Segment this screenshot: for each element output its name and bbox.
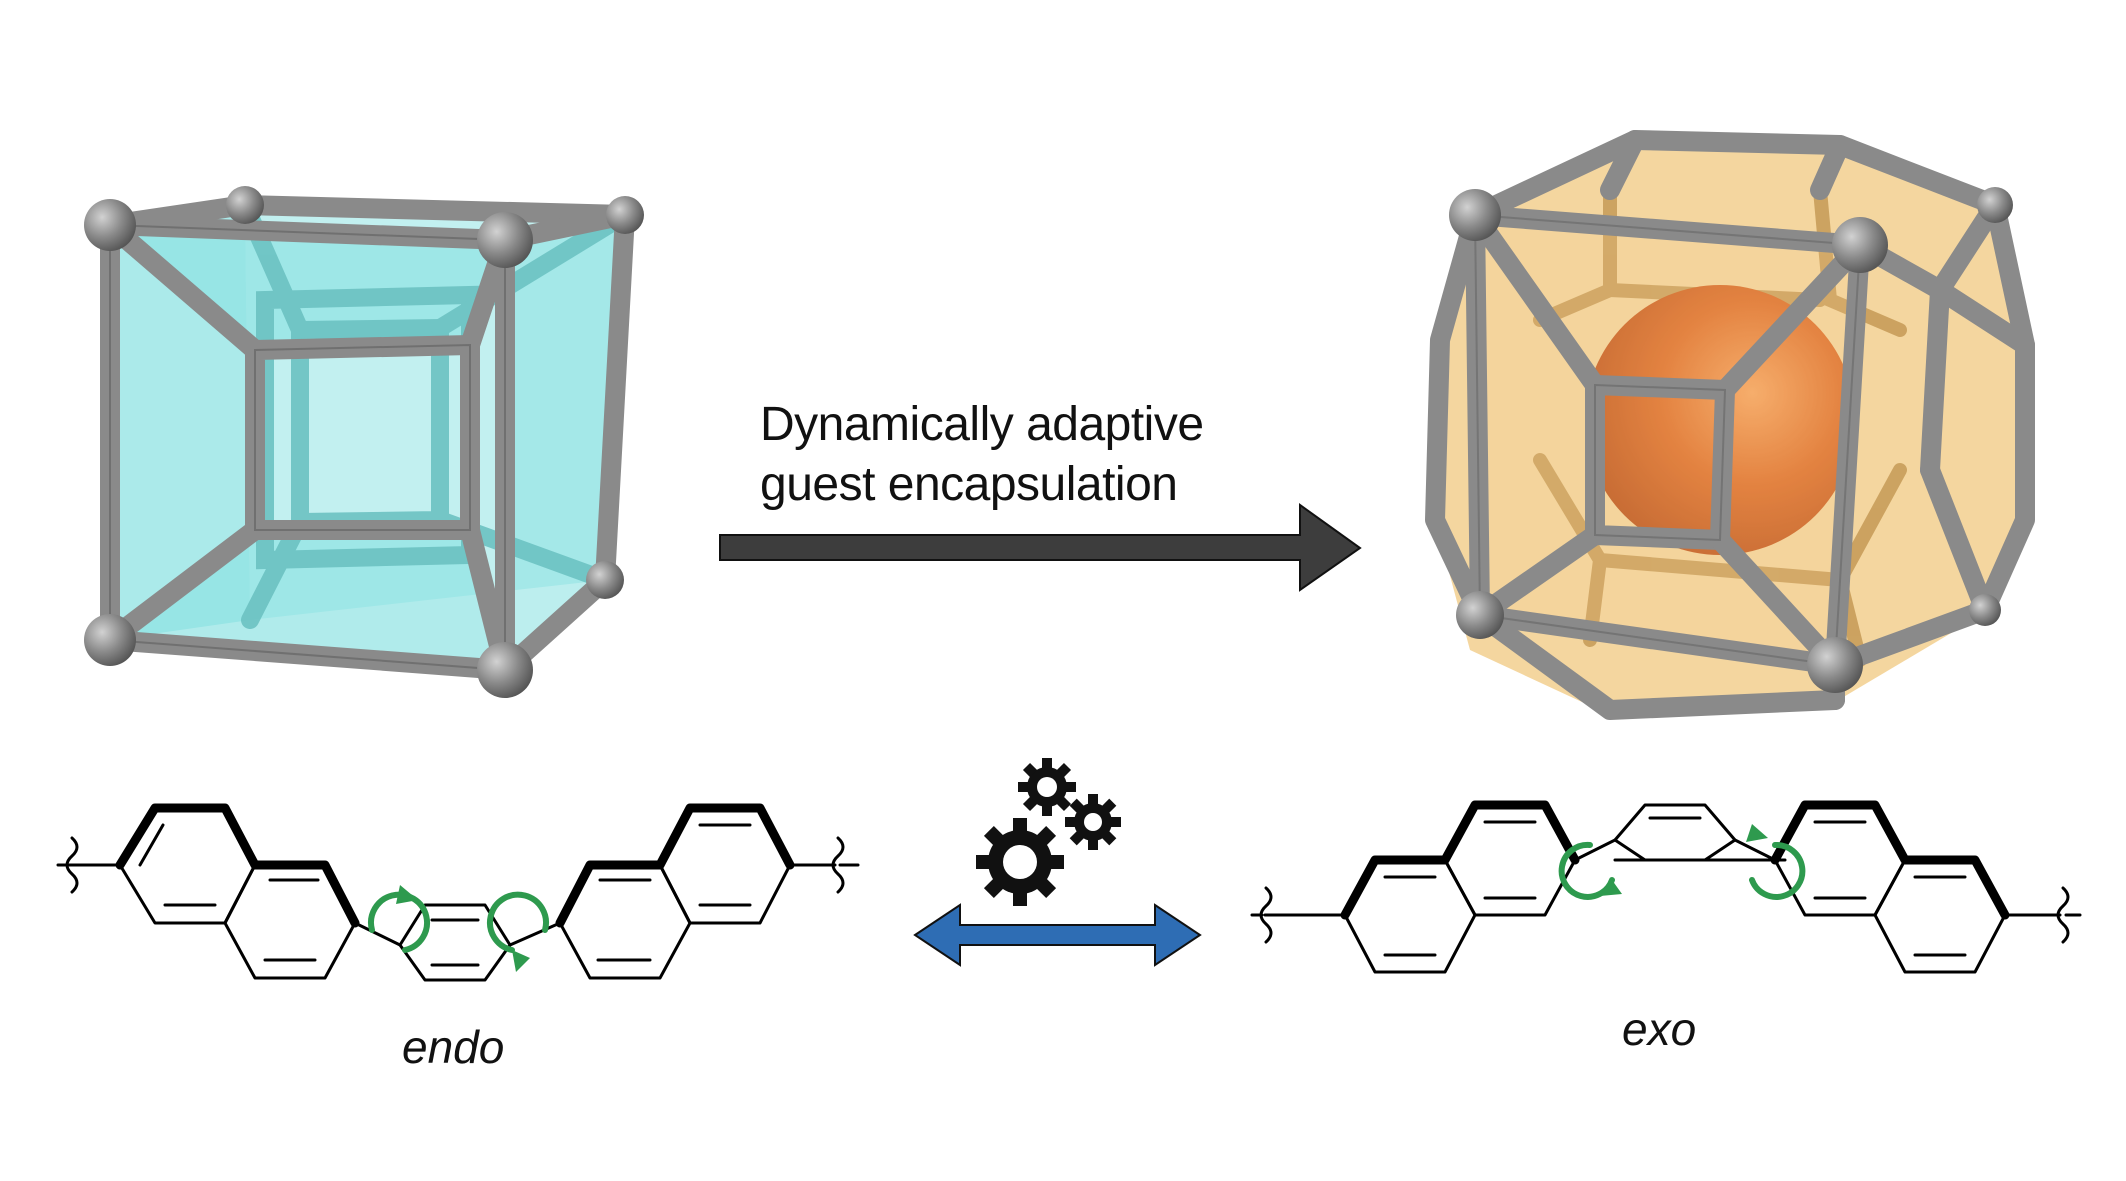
process-arrow xyxy=(719,503,1362,592)
endo-structure xyxy=(56,803,860,982)
squiggle-bond-icon xyxy=(831,836,860,894)
equilibrium-arrow xyxy=(913,903,1202,967)
exo-label: exo xyxy=(1622,1003,1697,1055)
host-cage xyxy=(1425,130,2035,720)
squiggle-bond-icon xyxy=(1250,886,1273,944)
endo-label: endo xyxy=(402,1021,505,1073)
caption-line-2: guest encapsulation xyxy=(760,458,1178,511)
cube-cage xyxy=(84,186,644,698)
squiggle-bond-icon xyxy=(2056,886,2082,944)
cube-nodes xyxy=(84,186,644,698)
gears-icon xyxy=(976,758,1121,906)
rotation-arrow-icon xyxy=(1558,841,1806,900)
arrow-caption: Dynamically adaptive guest encapsulation xyxy=(760,395,1460,515)
cube-face-front-top xyxy=(110,225,505,350)
cage-nodes xyxy=(1449,187,2013,693)
exo-structure xyxy=(1250,800,2082,974)
squiggle-bond-icon xyxy=(56,836,79,894)
caption-line-1: Dynamically adaptive xyxy=(760,398,1204,451)
